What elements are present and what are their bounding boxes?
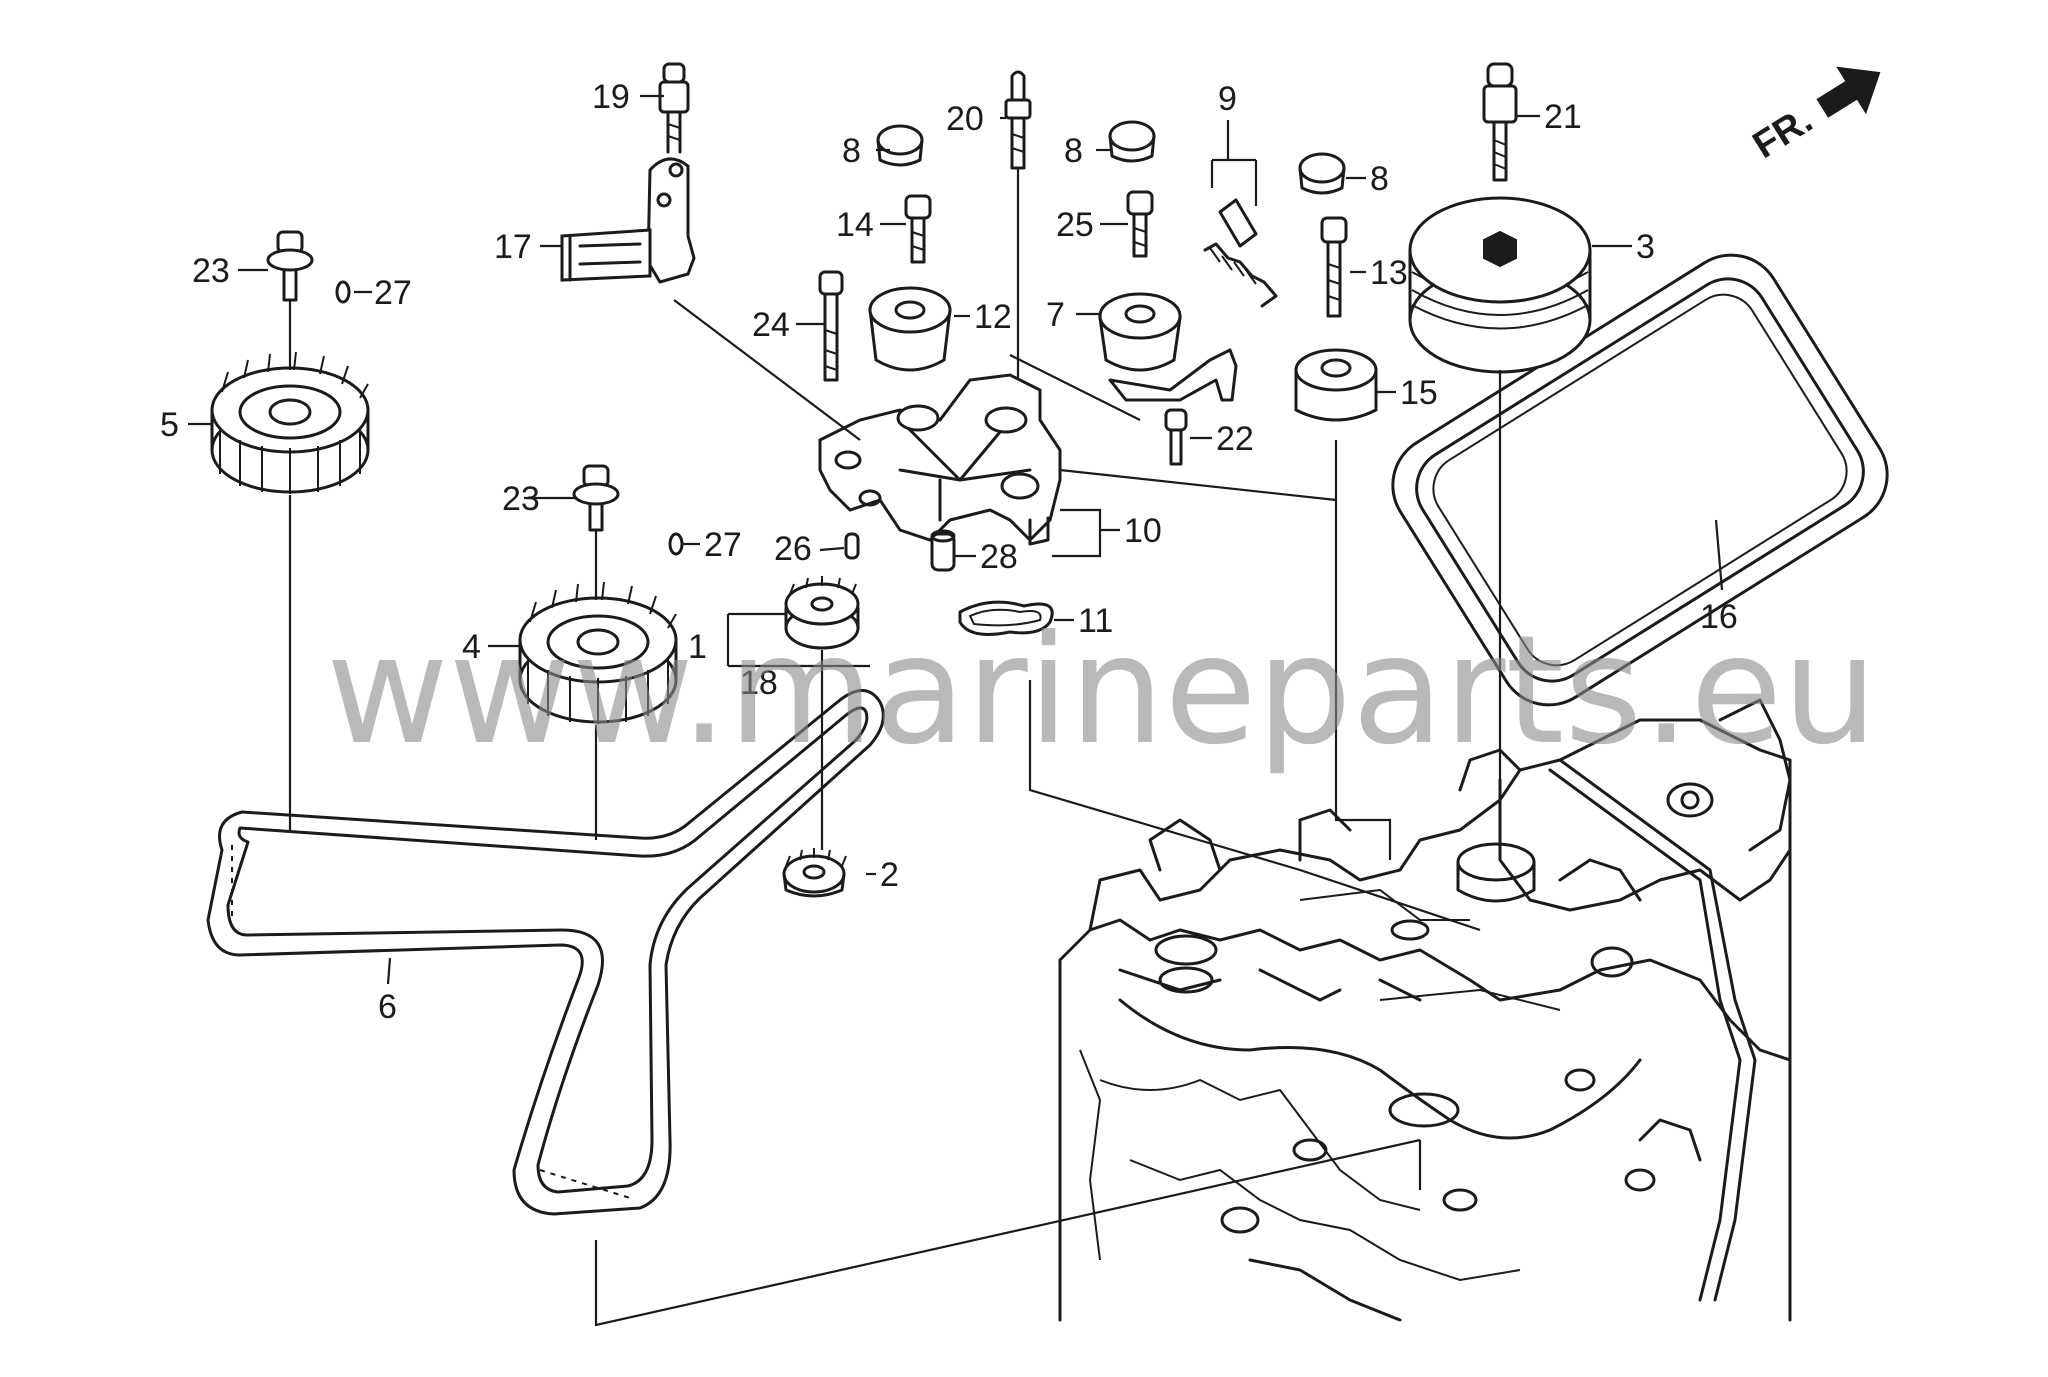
dowel-26 (844, 532, 860, 560)
sprocket-1 (784, 576, 860, 650)
tensioner-7 (1098, 292, 1238, 402)
bolt-24 (818, 270, 844, 382)
cap-8-c (1298, 152, 1346, 195)
bolt-13 (1320, 216, 1348, 318)
callout-8-b: 8 (1064, 132, 1083, 170)
callout-10: 10 (1124, 512, 1162, 550)
callout-7: 7 (1046, 296, 1065, 334)
gasket-11 (958, 600, 1054, 636)
callout-2: 2 (880, 856, 899, 894)
callout-18: 18 (740, 664, 778, 702)
callout-26: 26 (774, 530, 812, 568)
spring-9 (1203, 198, 1278, 308)
callout-8-a: 8 (842, 132, 861, 170)
callout-21: 21 (1544, 98, 1582, 136)
callout-1: 1 (688, 628, 707, 666)
callout-6: 6 (378, 988, 397, 1026)
callout-22: 22 (1216, 420, 1254, 458)
callout-23-b: 23 (502, 480, 540, 518)
bolt-21 (1482, 62, 1518, 182)
callout-27-a: 27 (374, 274, 412, 312)
callout-14: 14 (836, 206, 874, 244)
alternator-pulley (1408, 196, 1592, 374)
cap-8-b (1108, 120, 1156, 163)
front-label: FR. (1746, 99, 1820, 167)
sprocket-2 (782, 848, 847, 898)
front-direction-marker: FR. (1746, 66, 1881, 167)
callout-11: 11 (1078, 602, 1113, 640)
callout-20: 20 (946, 100, 984, 138)
callout-13: 13 (1370, 254, 1408, 292)
callout-leaders (188, 94, 1724, 985)
stud-20 (1004, 70, 1032, 170)
bolt-22 (1164, 408, 1188, 466)
idler-15 (1294, 348, 1378, 422)
callout-labels: 19 17 23 27 5 23 27 26 4 1 18 2 6 8 14 2… (160, 78, 1738, 1026)
callout-15: 15 (1400, 374, 1438, 412)
bolt-23-a (266, 230, 314, 302)
assembly-lines (288, 168, 1502, 1327)
cam-pulley-4 (518, 581, 678, 724)
holder-10 (818, 373, 1062, 546)
callout-24: 24 (752, 306, 790, 344)
callout-17: 17 (494, 228, 532, 266)
cap-8-a (876, 124, 924, 167)
idler-12 (868, 286, 952, 372)
bolt-25 (1126, 190, 1154, 258)
o-ring-27-b (668, 532, 684, 556)
callout-3: 3 (1636, 228, 1655, 266)
callout-8-c: 8 (1370, 160, 1389, 198)
callout-25: 25 (1056, 206, 1094, 244)
engine-block (1058, 698, 1792, 1322)
watermark: www.marineparts.eu (326, 604, 1878, 778)
callout-19: 19 (592, 78, 630, 116)
o-ring-27-a (335, 280, 351, 304)
callout-5: 5 (160, 406, 179, 444)
cam-pulley-5 (210, 351, 370, 494)
callout-4: 4 (462, 628, 481, 666)
callout-27-b: 27 (704, 526, 742, 564)
timing-belt (206, 689, 885, 1216)
callout-23-a: 23 (192, 252, 230, 290)
callout-16: 16 (1700, 598, 1738, 636)
bolt-14 (904, 194, 932, 264)
callout-9: 9 (1218, 80, 1237, 118)
dowel-28 (930, 529, 956, 572)
callout-28: 28 (980, 538, 1018, 576)
callout-12: 12 (974, 298, 1012, 336)
bolt-23-b (572, 464, 620, 532)
